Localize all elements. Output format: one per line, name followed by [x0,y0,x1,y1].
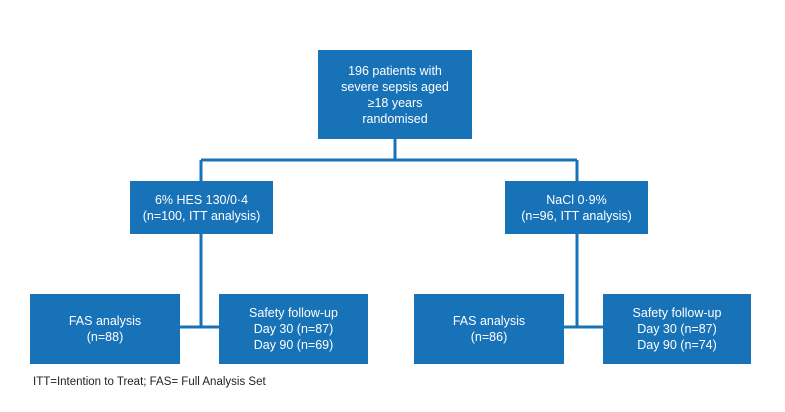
nacl-arm-line: (n=96, ITT analysis) [521,208,632,223]
nacl-arm-line: NaCl 0·9% [546,192,607,207]
abbreviations-footnote: ITT=Intention to Treat; FAS= Full Analys… [33,376,266,388]
hes-fas-analysis-box: FAS analysis (n=88) [30,294,180,364]
randomised-patients-line: ≥18 years [367,95,423,110]
hes-safety-line: Day 90 (n=69) [253,338,334,352]
hes-arm-line: 6% HES 130/0·4 [154,192,249,207]
nacl-arm-box: NaCl 0·9% (n=96, ITT analysis) [505,181,648,234]
hes-fas-line: FAS analysis [68,314,142,328]
nacl-safety-followup-box: Safety follow-up Day 30 (n=87) Day 90 (n… [603,294,751,364]
randomised-patients-box: 196 patients with severe sepsis aged ≥18… [318,50,472,139]
hes-fas-line: (n=88) [86,330,124,344]
hes-safety-line: Safety follow-up [249,306,338,320]
nacl-fas-analysis-box: FAS analysis (n=86) [414,294,564,364]
randomised-patients-line: 196 patients with [348,63,442,78]
hes-arm-line: (n=100, ITT analysis) [142,208,261,223]
nacl-fas-line: (n=86) [470,330,508,344]
hes-safety-followup-box: Safety follow-up Day 30 (n=87) Day 90 (n… [219,294,368,364]
randomised-patients-line: randomised [362,111,428,126]
randomised-patients-line: severe sepsis aged [341,79,449,94]
nacl-safety-line: Safety follow-up [632,306,722,320]
nacl-fas-line: FAS analysis [452,314,526,328]
hes-arm-box: 6% HES 130/0·4 (n=100, ITT analysis) [130,181,273,234]
hes-safety-line: Day 30 (n=87) [253,322,334,336]
nacl-safety-line: Day 30 (n=87) [637,322,717,336]
nacl-safety-line: Day 90 (n=74) [637,338,717,352]
